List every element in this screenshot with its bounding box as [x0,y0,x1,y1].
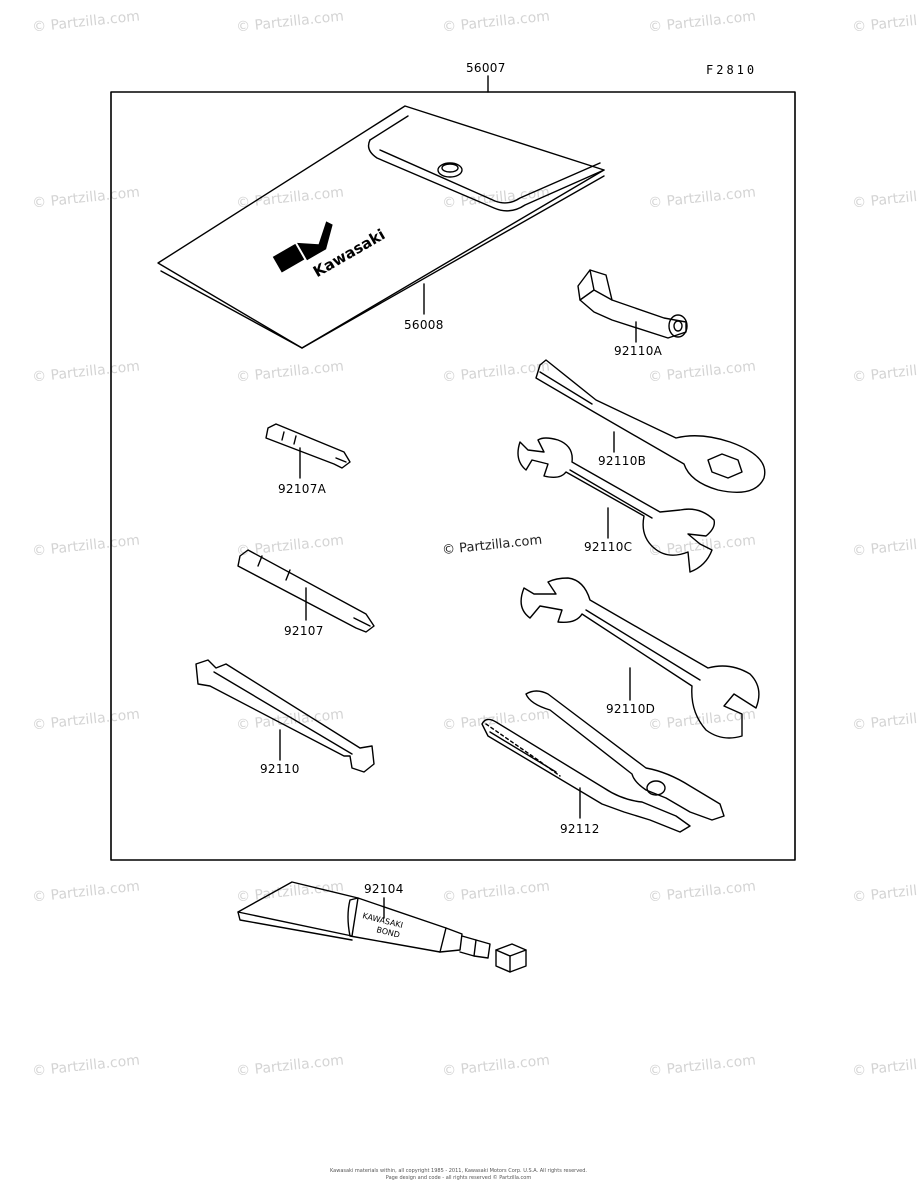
assembly-frame [110,91,796,861]
footer-copyright: Kawasaki materials within, all copyright… [329,1168,588,1174]
footer-copyright: Page design and code - all rights reserv… [385,1175,532,1181]
part-label: 92107A [278,482,327,496]
assembly-label: 56007 [466,61,506,75]
part-label: 92112 [560,822,600,836]
part-label: 92110 [260,762,300,776]
pouch-brand: Kawasaki [310,225,388,281]
part-label: 56008 [404,318,444,332]
spoke-wrench [195,659,375,773]
pliers [481,690,725,833]
part-label: 92110B [598,454,647,468]
part-label: 92104 [364,882,404,896]
part-label: 92110D [606,702,656,716]
tool-pouch: Kawasaki [157,105,605,349]
figure-code: F2810 [706,63,758,77]
part-label: 92110A [614,344,663,358]
box-wrench [535,359,766,493]
spark-plug-socket [577,269,688,339]
open-end-wrench-c [517,437,716,573]
screwdriver-bit-short [265,423,351,469]
part-label: 92110C [584,540,633,554]
open-end-wrench-d [520,577,760,739]
screwdriver-bit-long [237,549,375,633]
part-label: 92107 [284,624,324,638]
